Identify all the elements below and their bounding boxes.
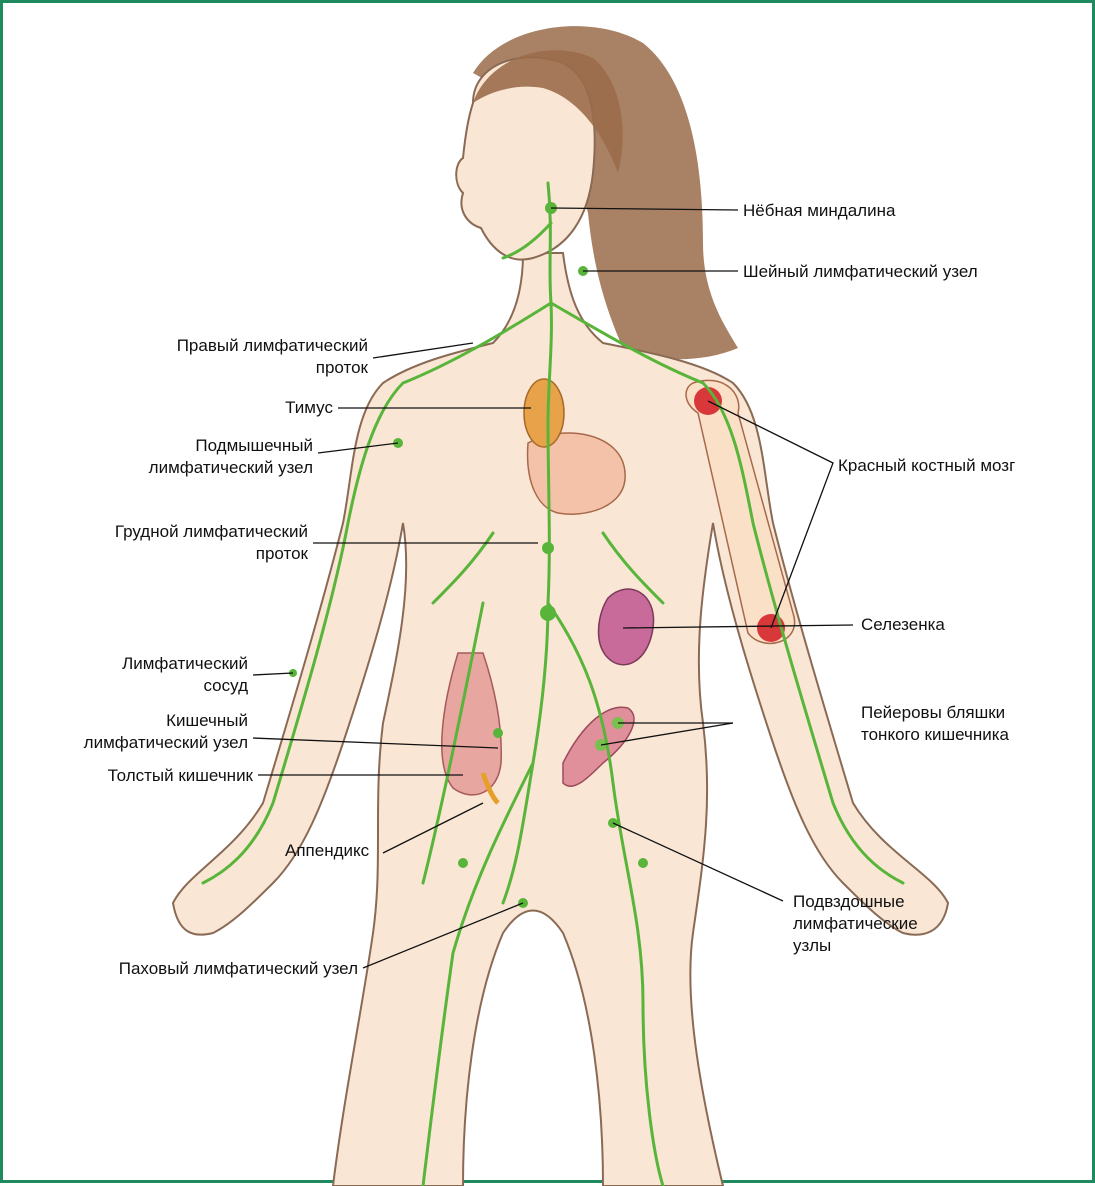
label-right-duct-2: проток xyxy=(113,357,368,378)
label-intestinal-node-1: Кишечный xyxy=(63,710,248,731)
label-vessel-2: сосуд xyxy=(63,675,248,696)
label-intestinal-node-2: лимфатический узел xyxy=(63,732,248,753)
label-thoracic-duct-2: проток xyxy=(63,543,308,564)
label-vessel-1: Лимфатический xyxy=(63,653,248,674)
label-thoracic-duct-1: Грудной лимфатический xyxy=(63,521,308,542)
label-thymus: Тимус xyxy=(213,397,333,418)
label-peyer-2: тонкого кишечника xyxy=(861,724,1009,745)
label-colon: Толстый кишечник xyxy=(43,765,253,786)
label-cervical-node: Шейный лимфатический узел xyxy=(743,261,978,282)
label-red-bone-marrow: Красный костный мозг xyxy=(838,455,1015,476)
label-appendix: Аппендикс xyxy=(285,840,369,861)
label-iliac-2: лимфатические xyxy=(793,913,918,934)
label-spleen: Селезенка xyxy=(861,614,945,635)
label-right-duct-1: Правый лимфатический xyxy=(113,335,368,356)
label-axillary-2: лимфатический узел xyxy=(113,457,313,478)
label-inguinal: Паховый лимфатический узел xyxy=(43,958,358,979)
label-iliac-1: Подвздошные xyxy=(793,891,905,912)
label-iliac-3: узлы xyxy=(793,935,831,956)
label-peyer-1: Пейеровы бляшки xyxy=(861,702,1005,723)
label-axillary-1: Подмышечный xyxy=(113,435,313,456)
label-palatine-tonsil: Нёбная миндалина xyxy=(743,200,895,221)
thymus xyxy=(524,379,564,447)
lymphatic-system-illustration xyxy=(3,3,1095,1186)
